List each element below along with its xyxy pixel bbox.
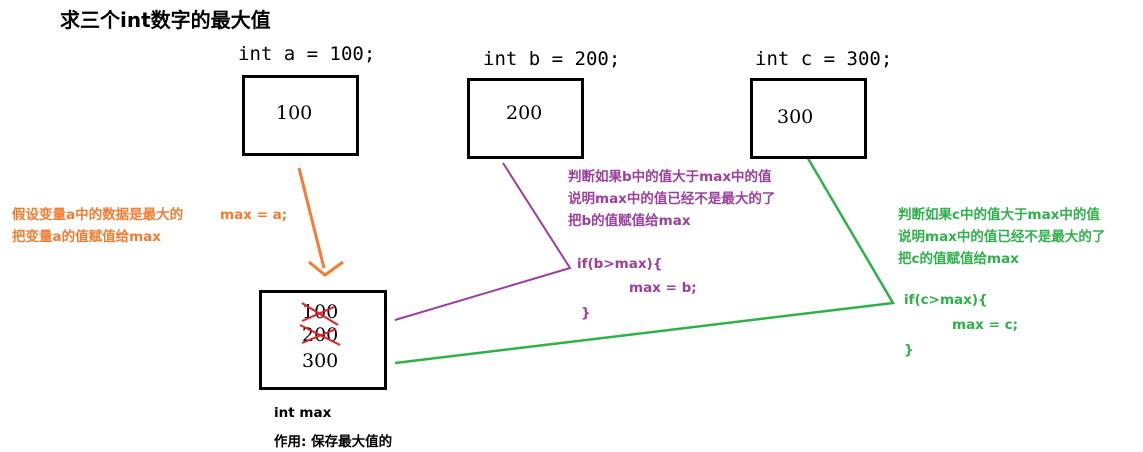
page-title: 求三个int数字的最大值 [60, 8, 271, 32]
compare-b-note: 判断如果b中的值大于max中的值 说明max中的值已经不是最大的了 把b的值赋值… [568, 166, 775, 232]
compare-c-code-if: if(c>max){ [904, 292, 988, 308]
declaration-b: int b = 200; [483, 48, 621, 70]
max-value-3: 300 [302, 350, 339, 372]
compare-b-code-if: if(b>max){ [577, 256, 663, 272]
variable-a-value: 100 [276, 102, 313, 124]
strike-100-b [301, 306, 335, 322]
compare-b-note-line-2: 说明max中的值已经不是最大的了 [568, 191, 776, 207]
compare-b-code-assign: max = b; [629, 280, 697, 296]
compare-c-code-close: } [904, 342, 914, 358]
compare-b-note-line-1: 判断如果b中的值大于max中的值 [568, 169, 772, 185]
compare-c-note-line-2: 说明max中的值已经不是最大的了 [898, 229, 1106, 245]
strike-200-b [301, 328, 337, 344]
assume-code: max = a; [220, 207, 288, 223]
variable-c-box: 300 [750, 78, 867, 159]
variable-b-value: 200 [506, 102, 543, 124]
compare-c-code-assign: max = c; [952, 317, 1018, 333]
variable-b-box: 200 [467, 78, 584, 159]
assign-arrow-head [308, 260, 344, 277]
assume-note-line-2: 把变量a的值赋值给max [12, 229, 161, 245]
variable-c-value: 300 [777, 106, 814, 128]
declaration-c: int c = 300; [755, 48, 893, 70]
compare-c-note-line-1: 判断如果c中的值大于max中的值 [898, 207, 1100, 223]
declaration-a: int a = 100; [238, 43, 376, 65]
compare-b-connector [394, 162, 572, 321]
assume-note: 假设变量a中的数据是最大的 把变量a的值赋值给max [12, 204, 183, 248]
max-box: 100 200 300 [259, 290, 387, 390]
strike-marks [299, 302, 341, 346]
compare-b-note-line-3: 把b的值赋值给max [568, 213, 691, 229]
assume-note-line-1: 假设变量a中的数据是最大的 [12, 207, 184, 223]
compare-c-note: 判断如果c中的值大于max中的值 说明max中的值已经不是最大的了 把c的值赋值… [898, 204, 1105, 270]
max-label: int max [274, 405, 332, 421]
compare-b-code-close: } [581, 305, 591, 321]
variable-a-box: 100 [242, 75, 359, 156]
compare-c-note-line-3: 把c的值赋值给max [898, 251, 1019, 267]
max-purpose: 作用: 保存最大值的 [274, 434, 393, 450]
compare-c-connector [394, 154, 896, 365]
assign-arrow-line [297, 167, 326, 269]
